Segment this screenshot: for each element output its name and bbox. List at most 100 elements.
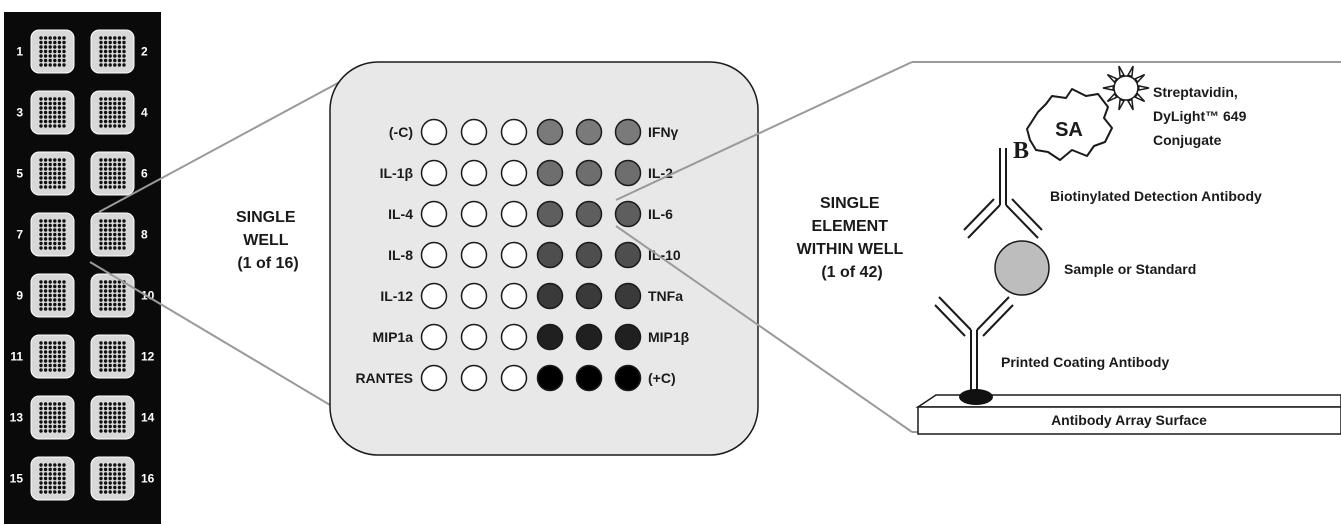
row-label-right: (+C) — [648, 370, 676, 386]
sample-label: Sample or Standard — [1064, 261, 1196, 277]
spot-empty — [460, 241, 488, 269]
spot-filled — [536, 118, 564, 146]
well-2: 2 — [90, 29, 148, 74]
well-14: 14 — [90, 395, 155, 440]
well-number-label: 11 — [10, 350, 23, 364]
spot-row: IL-12 TNFa — [380, 282, 683, 310]
spot-empty — [500, 159, 528, 187]
spot-empty — [460, 200, 488, 228]
fluorophore-icon — [1102, 65, 1150, 111]
spot-empty — [460, 118, 488, 146]
well-number-label: 12 — [141, 350, 155, 364]
spot-filled — [614, 118, 642, 146]
sun-ray — [1134, 73, 1146, 84]
spot-empty — [460, 159, 488, 187]
spot-empty — [500, 323, 528, 351]
spot-filled — [575, 323, 603, 351]
sun-ray — [1118, 65, 1126, 78]
spot-empty — [420, 159, 448, 187]
spot-filled — [614, 200, 642, 228]
spot-empty — [420, 282, 448, 310]
sa-label: SA — [1055, 119, 1083, 141]
array-surface: Antibody Array Surface — [915, 394, 1341, 435]
zoom-lines-element — [615, 61, 913, 433]
well-3: 3 — [16, 90, 75, 135]
spot-empty — [460, 282, 488, 310]
well-12: 12 — [90, 334, 155, 379]
sample-antigen-icon — [994, 240, 1050, 296]
spot-filled — [536, 241, 564, 269]
spot-filled — [614, 323, 642, 351]
spot-empty — [460, 323, 488, 351]
spot-filled — [536, 323, 564, 351]
sun-ray — [1126, 98, 1134, 111]
well-number-label: 2 — [141, 45, 148, 59]
row-label-left: IL-4 — [388, 206, 413, 222]
well-11: 11 — [10, 334, 75, 379]
row-label-left: MIP1a — [373, 329, 414, 345]
sun-ray — [1118, 98, 1126, 111]
row-label-right: IL-6 — [648, 206, 673, 222]
well-6: 6 — [90, 151, 148, 196]
sun-ray — [1126, 65, 1134, 78]
detection-label: Biotinylated Detection Antibody — [1050, 188, 1262, 204]
biotin-label: B — [1013, 138, 1029, 164]
surface-label: Antibody Array Surface — [1051, 412, 1207, 428]
spot-empty — [500, 118, 528, 146]
well-number-label: 13 — [10, 411, 24, 425]
row-label-right: MIP1β — [648, 329, 690, 345]
print-spot — [959, 389, 993, 405]
fluor-label: Streptavidin, DyLight™ 649 Conjugate — [1153, 84, 1250, 148]
row-label-left: IL-8 — [388, 247, 413, 263]
well-16: 16 — [90, 456, 155, 501]
row-label-left: IL-1β — [380, 165, 414, 181]
sun-ray — [1106, 92, 1118, 103]
row-label-right: IFNγ — [648, 124, 679, 140]
well-number-label: 3 — [16, 106, 23, 120]
spot-filled — [575, 159, 603, 187]
spot-filled — [575, 118, 603, 146]
well-number-label: 6 — [141, 167, 148, 181]
sun-ray — [1138, 84, 1150, 92]
spot-row: RANTES (+C) — [355, 364, 676, 392]
single-element-label: SINGLE ELEMENT WITHIN WELL (1 of 42) — [797, 195, 908, 281]
spot-empty — [420, 323, 448, 351]
spot-empty — [500, 282, 528, 310]
well-7: 7 — [16, 212, 75, 257]
spot-filled — [536, 364, 564, 392]
well-number-label: 16 — [141, 472, 155, 486]
spot-empty — [420, 118, 448, 146]
well-number-label: 7 — [16, 228, 23, 242]
well-number-label: 1 — [16, 45, 23, 59]
capture-label: Printed Coating Antibody — [1001, 354, 1169, 370]
well-1: 1 — [16, 29, 75, 74]
spot-empty — [420, 241, 448, 269]
spot-row: MIP1a MIP1β — [373, 323, 690, 351]
row-label-left: IL-12 — [380, 288, 413, 304]
well-number-label: 14 — [141, 411, 155, 425]
well-5: 5 — [16, 151, 75, 196]
spot-filled — [536, 159, 564, 187]
well-9: 9 — [16, 273, 75, 318]
well-number-label: 9 — [16, 289, 23, 303]
row-label-left: RANTES — [355, 370, 413, 386]
zoom-lines-well — [89, 69, 373, 431]
spot-filled — [536, 200, 564, 228]
single-well-label: SINGLE WELL (1 of 16) — [236, 209, 300, 272]
spot-filled — [575, 241, 603, 269]
well-number-label: 4 — [141, 106, 148, 120]
well-number-label: 8 — [141, 228, 148, 242]
spot-filled — [614, 241, 642, 269]
spot-empty — [500, 364, 528, 392]
detection-antibody-icon — [963, 148, 1043, 239]
well-number-label: 5 — [16, 167, 23, 181]
row-label-right: TNFa — [648, 288, 683, 304]
spot-empty — [500, 200, 528, 228]
well-number-label: 15 — [10, 472, 24, 486]
spot-filled — [575, 364, 603, 392]
